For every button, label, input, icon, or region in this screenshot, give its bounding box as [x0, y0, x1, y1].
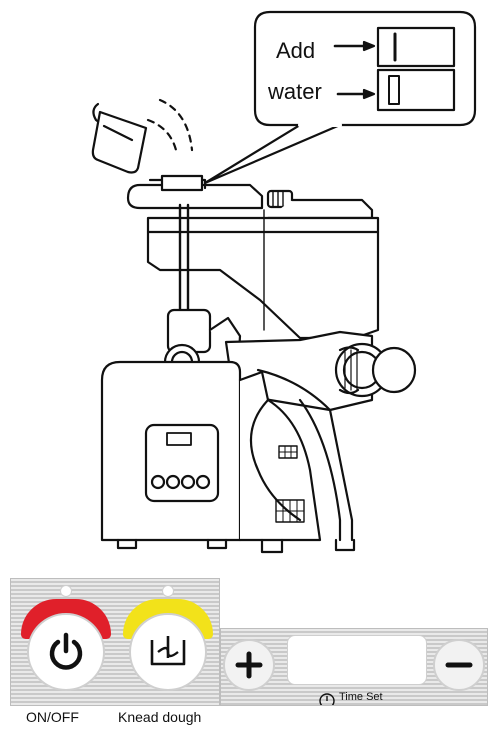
power-icon — [45, 631, 87, 673]
power-knead-panel — [10, 578, 220, 706]
power-button[interactable] — [27, 613, 105, 691]
callout-water-label: water — [267, 79, 322, 104]
measuring-cup — [93, 104, 146, 173]
body-control-panel — [146, 425, 218, 501]
knead-indicator-led — [162, 585, 174, 597]
time-display — [287, 635, 427, 685]
callout-add-label: Add — [276, 38, 315, 63]
time-decrease-button[interactable] — [433, 639, 485, 691]
time-set-label: Time Set — [339, 691, 383, 703]
time-increase-button[interactable] — [223, 639, 275, 691]
pasta-maker-illustration: Add water — [0, 0, 492, 565]
water-level-window-top — [378, 28, 454, 66]
knead-dough-button[interactable] — [129, 613, 207, 691]
knead-dough-label: Knead dough — [118, 709, 201, 725]
power-label: ON/OFF — [26, 709, 79, 725]
power-indicator-led — [60, 585, 72, 597]
minus-icon — [444, 650, 474, 680]
time-set-panel: Time Set — [220, 628, 488, 706]
plus-icon — [234, 650, 264, 680]
clock-icon — [319, 691, 335, 705]
knead-dough-icon — [148, 634, 188, 670]
